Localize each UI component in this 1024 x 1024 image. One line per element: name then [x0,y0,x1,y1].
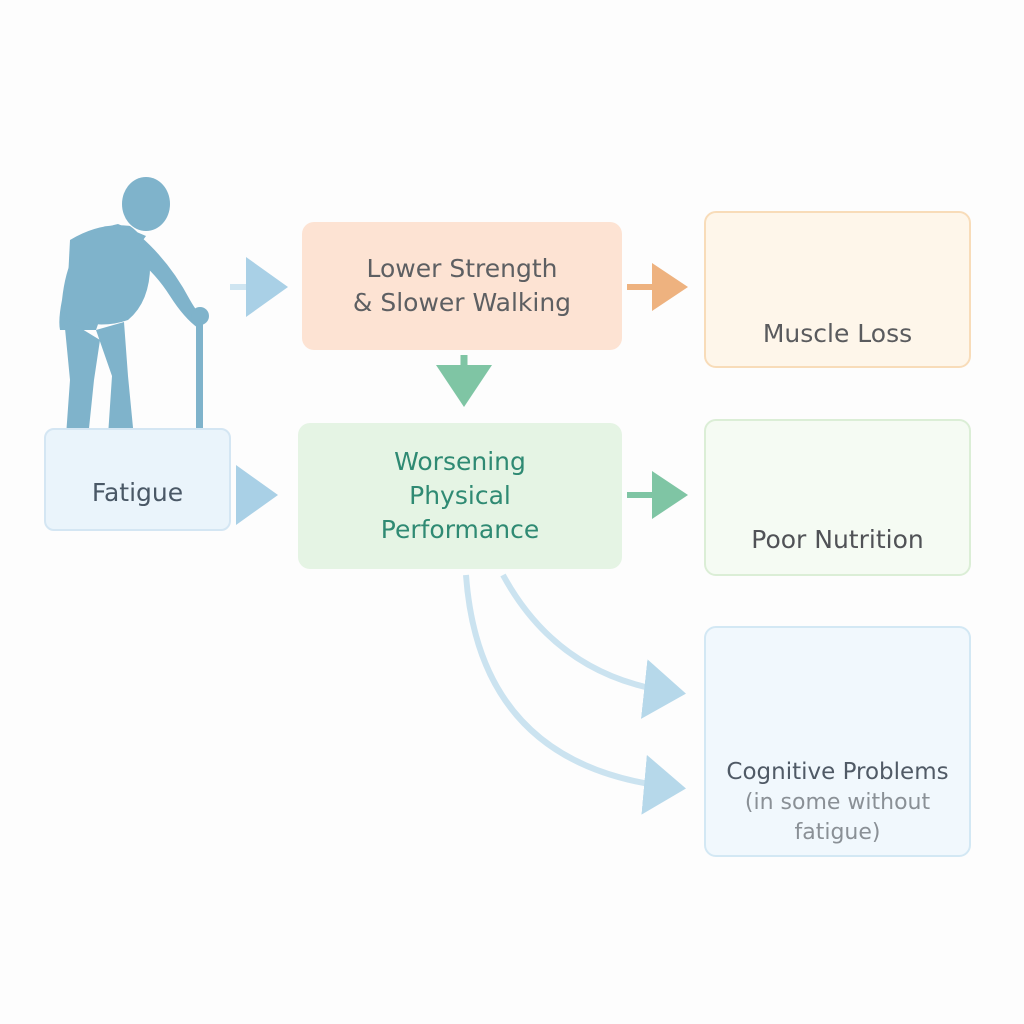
fatigue-box: Fatigue [44,428,231,531]
lower-strength-line-1: Lower Strength [366,254,558,283]
performance-line-1: Worsening [394,447,526,476]
poor-nutrition-label: Poor Nutrition [751,525,924,554]
fatigue-label: Fatigue [91,477,184,507]
lower-strength-line-2: & Slower Walking [352,288,572,317]
cognitive-problems-box: Cognitive Problems (in some without fati… [704,626,971,857]
cognitive-text-group: Cognitive Problems (in some without fati… [706,756,969,848]
arrow-performance-to-cognitive-lower [463,574,686,815]
performance-line-3: Performance [380,515,540,544]
muscle-loss-label: Muscle Loss [762,319,913,348]
cognitive-note-line-2: fatigue) [794,820,881,845]
muscle-loss-box: Muscle Loss [704,211,971,368]
elderly-person-with-cane-icon [59,177,209,446]
arrow-performance-to-cognitive-upper [500,573,686,719]
cognitive-note-line-1: (in some without [744,790,931,815]
worsening-performance-box: Worsening Physical Performance [298,423,622,569]
performance-line-2: Physical [409,481,511,510]
lower-strength-box: Lower Strength & Slower Walking [302,222,622,350]
cognitive-title: Cognitive Problems [726,759,949,785]
poor-nutrition-box: Poor Nutrition [704,419,971,576]
